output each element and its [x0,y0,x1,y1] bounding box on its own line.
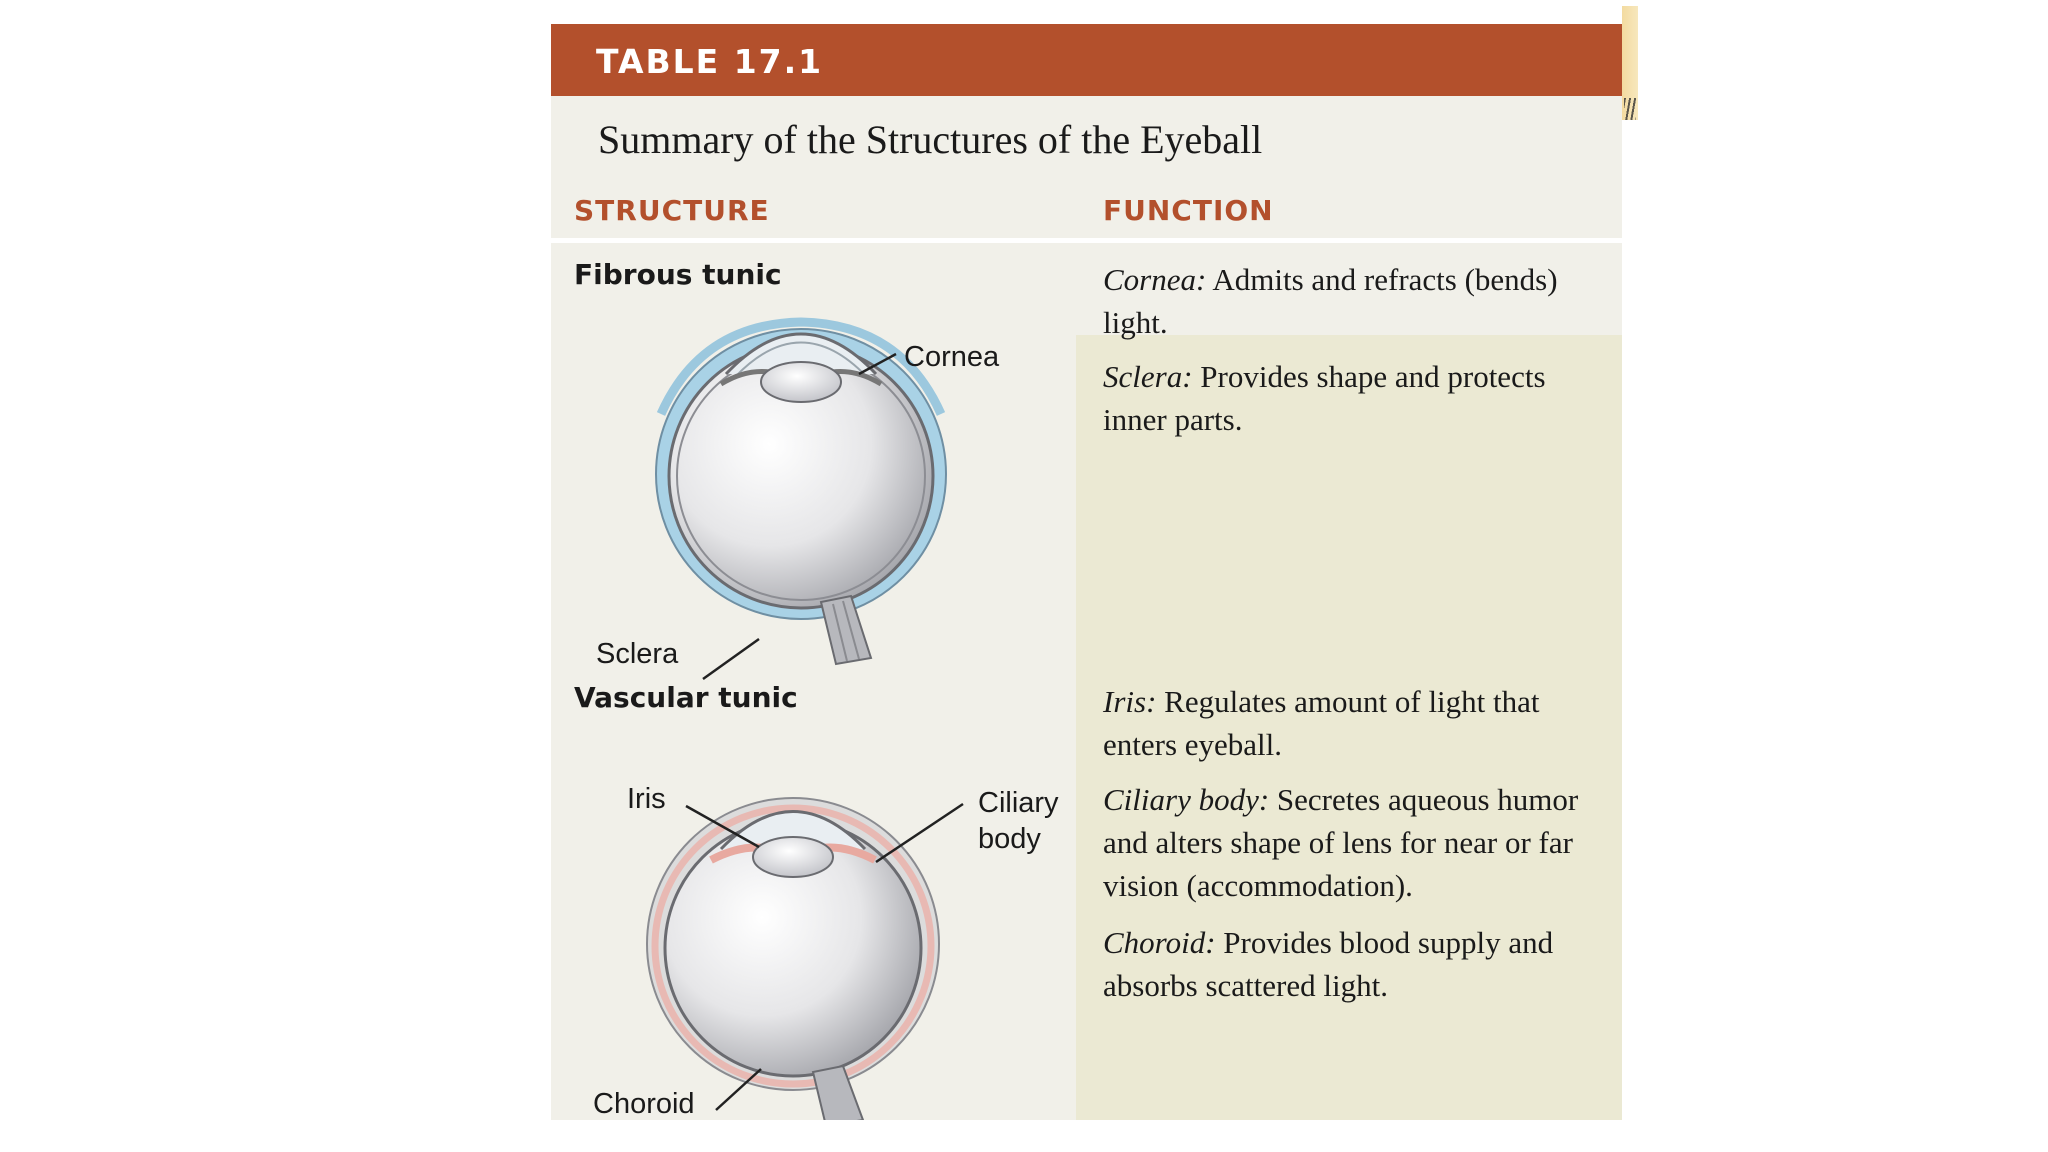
function-sclera: Sclera: Provides shape and protects inne… [1103,355,1608,441]
fibrous-tunic-diagram: Cornea [551,304,1076,694]
desc-cornea: Admits and refracts (bends) light. [1103,262,1558,340]
term-iris: Iris: [1103,684,1157,719]
function-cornea: Cornea: Admits and refracts (bends) ligh… [1103,258,1608,344]
table-header-bar: TABLE 17.1 [551,24,1622,96]
row-label-fibrous-tunic: Fibrous tunic [574,258,782,291]
function-column-panel [1076,335,1622,1120]
diagram-label-sclera: Sclera [596,638,679,670]
term-sclera: Sclera: [1103,359,1193,394]
desc-sclera: Provides shape and protects inner parts. [1103,359,1546,437]
function-choroid: Choroid: Provides blood supply and absor… [1103,921,1608,1007]
eyeball-fibrous-diagram-icon [655,317,947,681]
vascular-tunic-diagram: Iris Ciliary body [551,754,1076,1120]
page-edge-strip [1622,6,1638,120]
eyeball-vascular-diagram-icon [646,797,964,1120]
header-divider [551,238,1622,243]
column-header-structure: STRUCTURE [574,194,770,227]
term-ciliary-body: Ciliary body: [1103,782,1270,817]
diagram-label-choroid: Choroid [593,1088,695,1120]
page-edge-mark [1624,98,1636,120]
diagram-label-iris: Iris [627,783,666,815]
table-title: Summary of the Structures of the Eyeball [598,117,1263,162]
row-label-vascular-tunic: Vascular tunic [574,681,798,714]
desc-iris: Regulates amount of light that enters ey… [1103,684,1540,762]
desc-ciliary-body: Secretes aqueous humor and alters shape … [1103,782,1579,903]
diagram-label-ciliary-body: body [978,823,1041,855]
diagram-label-cornea: Cornea [904,341,1000,373]
term-choroid: Choroid: [1103,925,1216,960]
column-header-function: FUNCTION [1103,194,1274,227]
term-cornea: Cornea: [1103,262,1207,297]
diagram-label-ciliary: Ciliary [978,787,1059,819]
desc-choroid: Provides blood supply and absorbs scatte… [1103,925,1554,1003]
function-ciliary-body: Ciliary body: Secretes aqueous humor and… [1103,778,1608,907]
function-iris: Iris: Regulates amount of light that ent… [1103,680,1608,766]
textbook-table: TABLE 17.1 Summary of the Structures of … [551,24,1622,1120]
table-number: TABLE 17.1 [596,42,824,81]
